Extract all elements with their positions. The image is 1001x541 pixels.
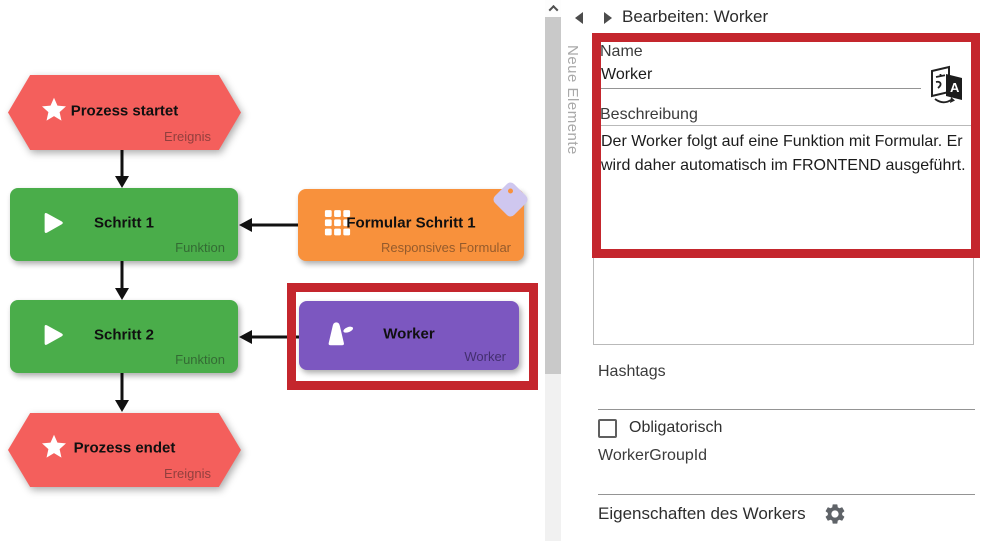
- flow-node-schritt-2[interactable]: Schritt 2 Funktion: [10, 300, 238, 373]
- event-node-shape: Prozess startet Ereignis: [8, 75, 241, 150]
- scrollbar-thumb[interactable]: [545, 17, 561, 374]
- node-title: Prozess startet: [70, 101, 179, 119]
- triangle-right-icon[interactable]: [604, 12, 612, 24]
- play-icon: [34, 206, 68, 240]
- hashtags-input[interactable]: [598, 385, 975, 410]
- process-canvas[interactable]: Prozess startet Ereignis Schritt 1 Funkt…: [0, 0, 545, 541]
- worker-settings-button[interactable]: [823, 502, 847, 526]
- star-icon: [38, 94, 72, 128]
- chevron-up-icon: [548, 4, 558, 15]
- translate-icon: A: [931, 65, 962, 104]
- obligatorisch-checkbox[interactable]: [598, 419, 617, 438]
- star-icon: [38, 431, 72, 465]
- play-icon: [34, 318, 68, 352]
- node-title: Schritt 2: [93, 325, 154, 343]
- node-type-label: Ereignis: [164, 129, 211, 144]
- flow-node-worker[interactable]: Worker Worker: [299, 301, 519, 370]
- node-title: Formular Schritt 1: [346, 214, 476, 232]
- event-node-shape: Prozess endet Ereignis: [8, 413, 241, 487]
- translate-button[interactable]: A: [927, 63, 967, 107]
- tab-neue-elemente[interactable]: Neue Elemente: [564, 45, 581, 155]
- flow-node-prozess-startet[interactable]: Prozess startet Ereignis: [8, 75, 241, 150]
- flow-connectors: [115, 148, 299, 412]
- scrollbar-up-button[interactable]: [545, 0, 561, 17]
- node-type-label: Worker: [464, 349, 506, 364]
- triangle-left-icon[interactable]: [575, 12, 583, 24]
- name-input[interactable]: [599, 64, 921, 89]
- eigenschaften-label: Eigenschaften des Workers: [598, 504, 806, 523]
- grid-icon: [322, 206, 356, 240]
- beschreibung-textarea[interactable]: Der Worker folgt auf eine Funktion mit F…: [593, 125, 974, 345]
- node-type-label: Funktion: [175, 352, 225, 367]
- node-type-label: Ereignis: [164, 466, 211, 481]
- node-title: Prozess endet: [73, 439, 176, 457]
- node-type-label: Responsives Formular: [380, 240, 511, 255]
- name-label: Name: [600, 43, 643, 60]
- panel-title: Bearbeiten: Worker: [622, 7, 769, 26]
- gear-icon: [825, 504, 845, 524]
- workergroupid-label: WorkerGroupId: [598, 447, 708, 464]
- svg-text:A: A: [950, 80, 960, 95]
- edit-panel: Neue Elemente Bearbeiten: Worker Name A …: [561, 0, 1001, 541]
- flow-node-prozess-endet[interactable]: Prozess endet Ereignis: [8, 413, 241, 487]
- flow-node-formular-schritt-1[interactable]: Formular Schritt 1 Responsives Formular: [298, 189, 524, 261]
- node-type-label: Funktion: [175, 240, 225, 255]
- workergroupid-input[interactable]: [598, 470, 975, 495]
- node-title: Worker: [383, 324, 435, 342]
- obligatorisch-label: Obligatorisch: [629, 419, 723, 436]
- node-title: Schritt 1: [93, 213, 154, 231]
- flow-node-schritt-1[interactable]: Schritt 1 Funktion: [10, 188, 238, 261]
- hashtags-label: Hashtags: [598, 363, 666, 380]
- worker-icon: [323, 317, 357, 351]
- beschreibung-label: Beschreibung: [600, 106, 698, 123]
- vertical-scrollbar[interactable]: [545, 0, 561, 541]
